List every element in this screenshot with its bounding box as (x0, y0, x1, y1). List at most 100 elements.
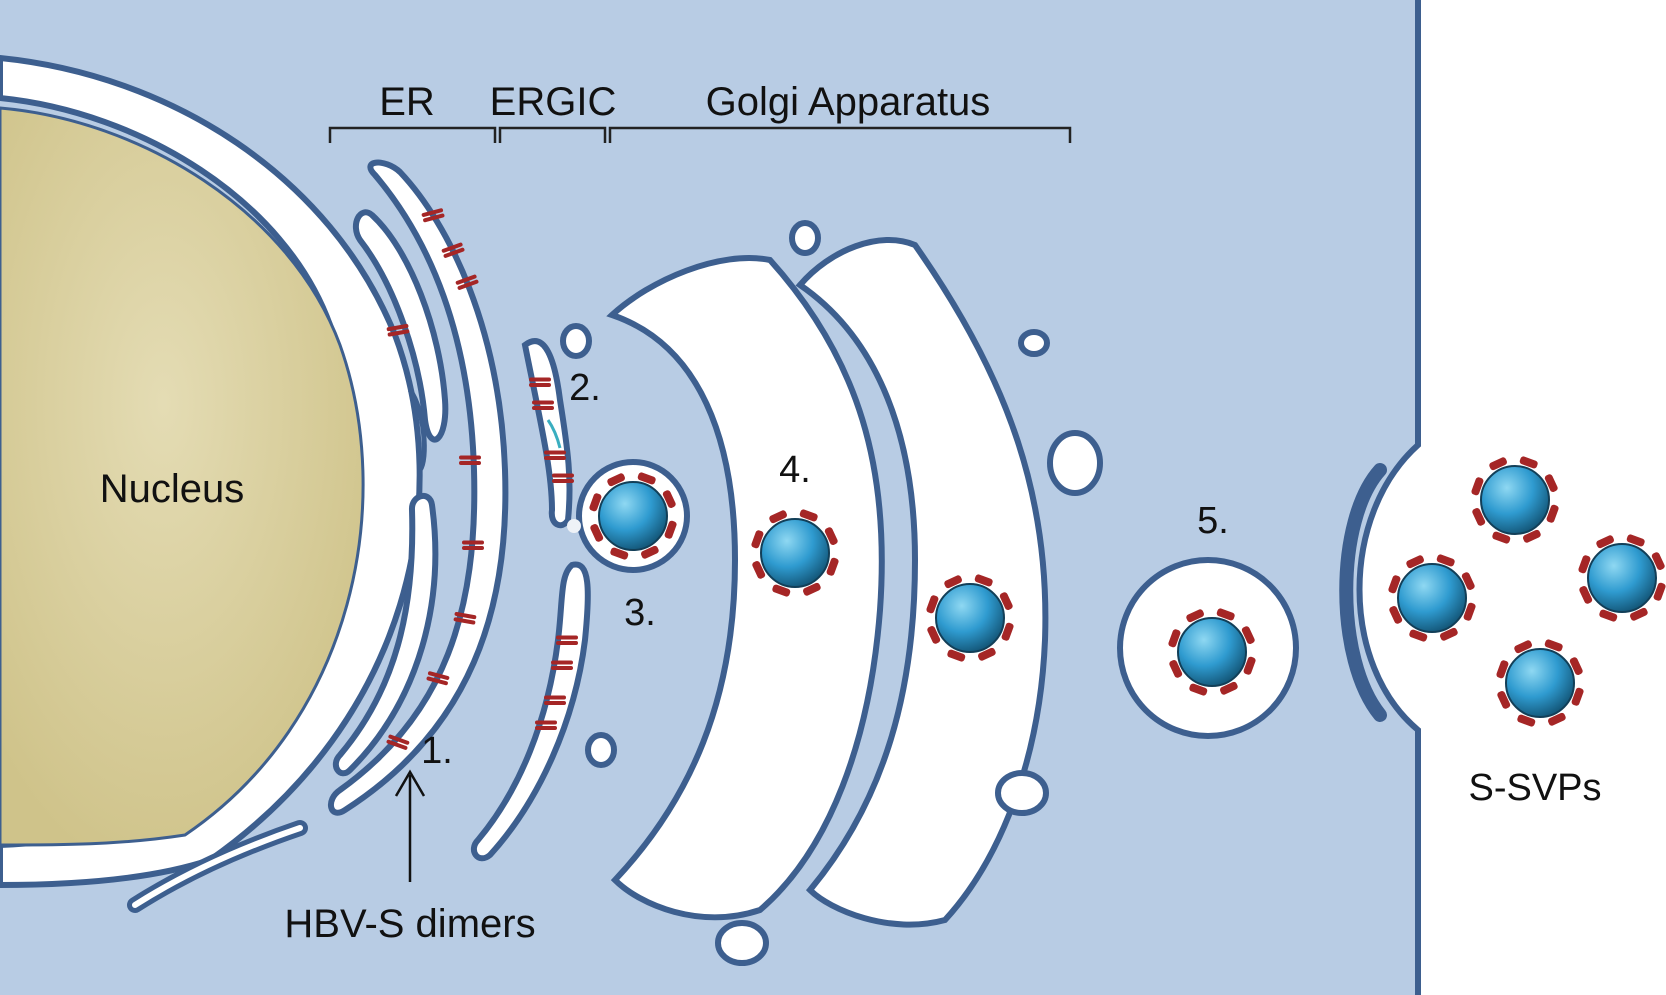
svps-label: S-SVPs (1468, 767, 1601, 809)
surface-dimer-spike (1492, 531, 1511, 544)
surface-dimer-spike (1496, 660, 1509, 679)
surface-dimer-spike (1517, 714, 1536, 727)
er-cisterna-inner (352, 209, 449, 443)
surface-dimer-spike (1544, 639, 1563, 652)
surface-dimer-spike (944, 575, 962, 589)
ergic-fusion-site (546, 419, 562, 449)
compartment-brackets (328, 126, 1072, 143)
golgi-bracket (608, 126, 1072, 143)
nucleus-body (0, 106, 365, 847)
surface-dimer-spike (1626, 534, 1645, 547)
surface-dimer-spike (999, 592, 1013, 610)
dimer-arrow (394, 769, 426, 882)
small-vesicle (995, 770, 1049, 816)
surface-dimer-spike (974, 574, 993, 587)
surface-dimer-spike (1471, 477, 1484, 496)
surface-dimer-spike (1243, 656, 1256, 675)
surface-dimer-spike (1472, 508, 1486, 526)
surface-dimer-spike (1579, 586, 1593, 604)
surface-dimer-spike (1436, 554, 1455, 567)
surface-dimer-spike (664, 520, 677, 539)
er-bracket (328, 126, 497, 143)
surface-dimer-spike (1216, 608, 1235, 621)
surface-dimer-spike (1497, 691, 1511, 709)
svp-particle (926, 574, 1014, 662)
surface-dimer-spike (1168, 629, 1181, 648)
surface-dimer-spike (1523, 529, 1541, 543)
surface-dimer-spike (1406, 555, 1424, 569)
plasma-membrane (1356, 0, 1421, 995)
small-vesicle (585, 732, 617, 768)
svp-particle (751, 509, 839, 597)
dimers-label: HBV-S dimers (284, 902, 535, 946)
surface-dimer-spike (1220, 681, 1238, 695)
vesicle-budding-neck (567, 519, 581, 533)
step-4-label: 4. (779, 449, 811, 491)
surface-dimer-spike (1578, 555, 1591, 574)
surface-dimer-spike (1389, 606, 1403, 624)
step-2-label: 2. (569, 367, 601, 409)
surface-dimer-spike (607, 473, 625, 487)
surface-dimer-spike (947, 649, 966, 662)
surface-dimer-spike (1569, 657, 1583, 675)
surface-dimer-spike (826, 557, 839, 576)
surface-dimer-spike (927, 626, 941, 644)
perinuclear-tubule-lumen (132, 825, 303, 908)
golgi-label: Golgi Apparatus (706, 80, 991, 124)
small-vesicle (560, 323, 592, 359)
er-cisterna-outer (328, 159, 509, 816)
small-vesicle (789, 220, 821, 256)
svp-particles (589, 456, 1666, 727)
surface-dimer-spike (1548, 712, 1566, 726)
surface-dimer-spike (1489, 457, 1507, 471)
budding-membrane (1339, 463, 1387, 722)
er-tubule-small (407, 388, 427, 472)
surface-dimer-spike (1546, 504, 1559, 523)
surface-dimer-spike (589, 493, 602, 512)
surface-dimer-spike (1388, 575, 1401, 594)
surface-dimer-spike (772, 584, 791, 597)
svp-particle (1168, 608, 1256, 696)
step-5-label: 5. (1197, 500, 1229, 542)
surface-dimer-spike (803, 582, 821, 596)
step-1-label: 1. (421, 730, 453, 772)
surface-dimer-spike (1544, 474, 1558, 492)
surface-dimer-spike (751, 530, 764, 549)
particle-core (935, 583, 1005, 653)
particle-core (1397, 563, 1467, 633)
svp-particle (589, 472, 677, 560)
surface-dimer-spike (1596, 535, 1614, 549)
golgi-cisterna-trans (795, 237, 1049, 928)
surface-dimer-spike (1463, 602, 1476, 621)
er-label: ER (379, 80, 435, 124)
surface-dimer-spike (1461, 572, 1475, 590)
small-vesicles (560, 220, 1103, 966)
surface-dimer-spike (590, 524, 604, 542)
surface-dimer-spike (610, 547, 629, 560)
golgi-cisterna-cis (606, 255, 885, 921)
nucleus-label: Nucleus (100, 467, 245, 511)
surface-dimer-spike (641, 545, 659, 559)
surface-dimer-spike (662, 490, 676, 508)
particle-core (1587, 543, 1657, 613)
arrow-head (394, 769, 426, 797)
surface-dimer-spike (1571, 687, 1584, 706)
svp-particle (1471, 456, 1559, 544)
small-vesicle (1018, 329, 1050, 357)
surface-dimer-spike (1440, 627, 1458, 641)
surface-dimer-spike (799, 509, 818, 522)
ergic-bracket (498, 126, 607, 143)
surface-dimer-spike (824, 527, 838, 545)
surface-dimer-spike (1514, 640, 1532, 654)
particle-core (1480, 465, 1550, 535)
surface-dimer-spike (1651, 552, 1665, 570)
surface-dimer-spike (1519, 456, 1538, 469)
surface-dimer-spike (752, 561, 766, 579)
particle-core (1505, 648, 1575, 718)
svp-particle (1388, 554, 1476, 642)
surface-dimer-spike (637, 472, 656, 485)
surface-dimer-spike (769, 510, 787, 524)
surface-dimer-spike (1241, 626, 1255, 644)
